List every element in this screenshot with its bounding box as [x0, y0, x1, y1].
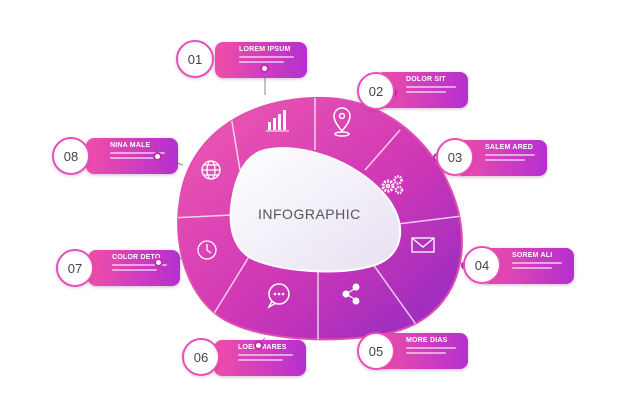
text-placeholder [485, 154, 535, 156]
step-number: 01 [176, 40, 214, 78]
step-title: SOREM ALI [512, 252, 553, 259]
text-placeholder [112, 269, 157, 271]
text-placeholder [485, 159, 525, 161]
text-placeholder [110, 152, 165, 154]
text-placeholder [112, 264, 167, 266]
text-placeholder [110, 157, 155, 159]
gears-icon [381, 175, 404, 195]
step-title: MORE DIAS [406, 337, 448, 344]
map-pin-icon [333, 107, 351, 137]
step-number: 02 [357, 72, 395, 110]
step-number: 08 [52, 137, 90, 175]
step-title: SALEM ARED [485, 144, 534, 151]
text-placeholder [406, 91, 446, 93]
connector-dot [254, 341, 263, 350]
step-card: COLOR DETO [88, 250, 180, 286]
text-placeholder [512, 267, 552, 269]
connector-dot [260, 64, 269, 73]
step-number: 05 [357, 332, 395, 370]
text-placeholder [239, 56, 294, 58]
text-placeholder [238, 359, 283, 361]
step-card: NINA MALE [86, 138, 178, 174]
bar-chart-icon [266, 110, 289, 132]
text-placeholder [406, 347, 456, 349]
text-placeholder [238, 354, 293, 356]
share-icon [342, 283, 360, 305]
center-title: INFOGRAPHIC [258, 206, 361, 222]
text-placeholder [239, 61, 284, 63]
globe-icon [201, 160, 221, 180]
step-number: 07 [56, 249, 94, 287]
step-title: DOLOR SIT [406, 76, 446, 83]
step-title: COLOR DETO [112, 254, 161, 261]
text-placeholder [406, 352, 446, 354]
text-placeholder [512, 262, 562, 264]
step-title: LOREM IPSUM [239, 46, 291, 53]
clock-icon [197, 240, 217, 260]
envelope-icon [411, 237, 435, 253]
step-card: LOREM IPSUM [215, 42, 307, 78]
chat-bubble-icon [267, 283, 290, 309]
step-number: 06 [182, 338, 220, 376]
center-panel [229, 147, 402, 273]
text-placeholder [406, 86, 456, 88]
segment-dividers [178, 97, 462, 340]
step-number: 04 [463, 246, 501, 284]
connector-dot [154, 258, 163, 267]
step-number: 03 [436, 138, 474, 176]
connector-dot [153, 152, 162, 161]
step-title: NINA MALE [110, 142, 151, 149]
step-title: LOER MARES [238, 344, 287, 351]
